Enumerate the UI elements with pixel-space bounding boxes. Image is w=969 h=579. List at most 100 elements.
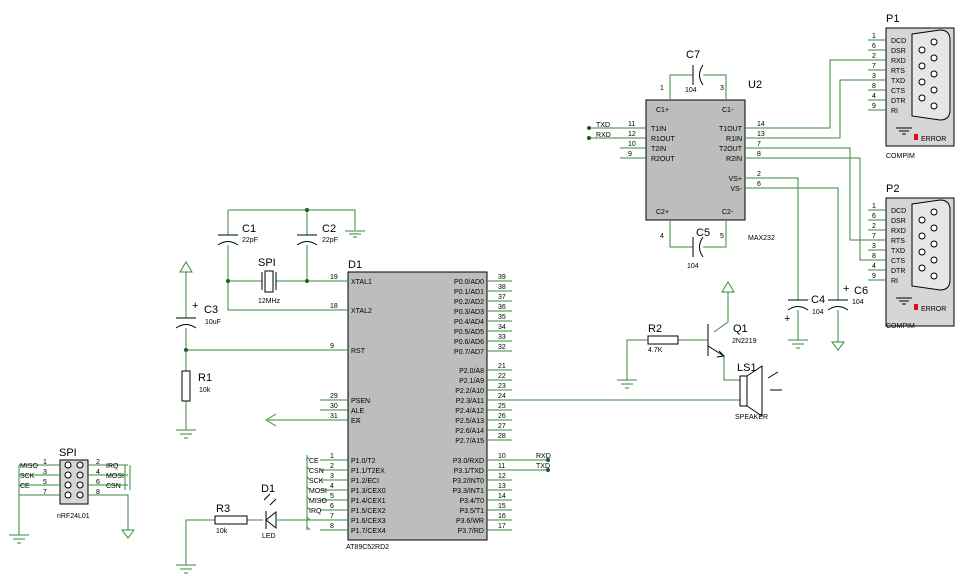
svg-text:C1-: C1- [722,107,734,114]
led-part: LED [262,533,276,540]
svg-text:4: 4 [660,233,664,240]
c2-value: 22pF [322,237,338,244]
r2-body[interactable] [647,335,679,345]
r2-label: R2 [648,323,662,335]
mcu-pin-name: P0.4/AD4 [454,319,484,326]
mcu-pin-name: P2.6/A14 [455,428,484,435]
db9-pin-icon [930,256,938,264]
mcu-body[interactable] [347,271,488,541]
db9-pin-icon [930,54,938,62]
mcu-pin-number: 5 [330,493,334,500]
u2-pin-number: 13 [757,131,765,138]
mcu-pin-net: SCK [309,478,324,485]
mcu-pin-number: 35 [498,314,506,321]
bus-tap [306,466,311,471]
mcu-pin-number: 16 [498,513,506,520]
u2-designator: U2 [748,79,762,91]
compim-pin-number: 4 [872,93,876,100]
mcu-pin-number: 15 [498,503,506,510]
u2-pin-name: VS+ [729,176,742,183]
compim-part-label: COMPIM [886,323,915,330]
bus-tap [306,506,311,511]
spi-pin-hole-icon [76,471,84,479]
mcu-pin-name: P0.6/AD6 [454,339,484,346]
mcu-pin-number: 9 [330,343,334,350]
mcu-pin-name: P2.3/A11 [456,398,484,405]
crystal-circuit: C1 22pF C2 22pF SPI 12MHz [217,208,365,311]
c4-label: C4 [811,294,825,306]
c2-label: C2 [322,223,336,235]
u2-pin-number: 9 [628,151,632,158]
spi-pin-number: 4 [96,469,100,476]
db9-pin-icon [918,94,926,102]
mcu-pin-number: 25 [498,403,506,410]
mcu-pin-number: 6 [330,503,334,510]
compim-pin-number: 2 [872,223,876,230]
mcu-pin-net: RXD [536,453,551,460]
mcu-pin-name: P2.0/A8 [459,368,484,375]
spi-pin-hole-icon [76,461,84,469]
spi-pin-number: 8 [96,489,100,496]
compim-pin-number: 3 [872,73,876,80]
mcu-pin-name: P1.6/CEX3 [351,518,386,525]
c7-label: C7 [686,49,700,61]
compim-pin-number: 4 [872,263,876,270]
compim-pin-number: 9 [872,103,876,110]
u2-pin-number: 7 [757,141,761,148]
db9-pin-icon [930,240,938,248]
mcu-pin-number: 31 [330,413,338,420]
mcu-d1[interactable]: D1 AT89C52RD2 19XTAL118XTAL29RST29PSEN30… [309,259,551,551]
spi-pin-hole-icon [64,471,72,479]
compim-pin-name: TXD [891,78,905,85]
mcu-pin-name: P3.4/T0 [459,498,484,505]
spi-pin-hole-icon [76,491,84,499]
bus-tap [306,496,311,501]
c1-value: 22pF [242,237,258,244]
c6-label: C6 [854,285,868,297]
spi-pin-net: MOSI [106,473,124,480]
compim-pin-number: 3 [872,243,876,250]
spi-pin-net: CE [20,483,30,490]
u2-pin-number: 12 [628,131,636,138]
c3-value: 10uF [205,319,221,326]
mcu-pin-number: 23 [498,383,506,390]
r3-body[interactable] [214,515,248,525]
mcu-pin-number: 28 [498,433,506,440]
compim-pin-number: 7 [872,63,876,70]
crystal-value: 12MHz [258,298,281,305]
error-indicator-icon [914,134,918,140]
crystal-label: SPI [258,257,276,269]
mcu-pin-name: XTAL2 [351,308,372,315]
spi-pin-net: CSN [106,483,121,490]
mcu-pin-name: ALE [351,408,365,415]
mcu-pin-name: P2.7/A15 [455,438,484,445]
spi-pin-number: 1 [43,459,47,466]
u2-pin-number: 14 [757,121,765,128]
compim-pin-name: RTS [891,68,905,75]
mcu-pin-name: XTAL1 [351,279,372,286]
r1-body[interactable] [181,370,191,402]
compim-error-label: ERROR [921,136,946,143]
compim-pin-name: CTS [891,258,905,265]
mcu-pin-number: 10 [498,453,506,460]
db9-pin-icon [918,248,926,256]
spi-pin-hole-icon [64,481,72,489]
led-label: D1 [261,483,275,495]
u2-max232[interactable]: U2 MAX232 C1+ C1- 1 3 C2+ C2- 4 5 11T1IN… [596,49,775,270]
mcu-pin-name: P3.6/WR [456,518,484,525]
p1-compim[interactable]: P11DCD6DSR2RXD7RTS3TXD8CTS4DTR9RIERRORCO… [868,13,955,160]
compim-ground-icon [896,297,912,305]
mcu-pin-number: 36 [498,304,506,311]
spi-pin-number: 3 [43,469,47,476]
mcu-pin-number: 18 [330,303,338,310]
compim-pin-name: DSR [891,48,906,55]
u2-body[interactable] [645,99,746,221]
compim-pin-number: 8 [872,83,876,90]
p2-compim[interactable]: P21DCD6DSR2RXD7RTS3TXD8CTS4DTR9RIERRORCO… [868,183,955,330]
mcu-left-pins: 19XTAL118XTAL29RST29PSEN30ALE31EA1P1.0/T… [309,274,386,535]
c6-value: 104 [852,299,864,306]
mcu-pin-number: 11 [498,463,505,470]
speaker-body[interactable] [739,375,748,407]
